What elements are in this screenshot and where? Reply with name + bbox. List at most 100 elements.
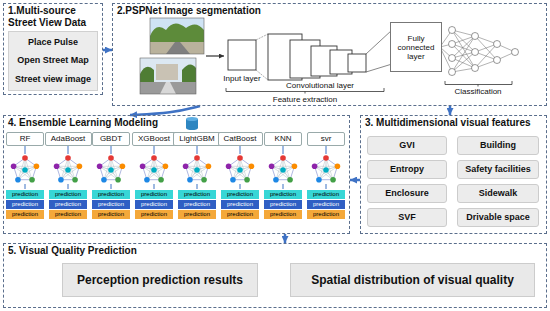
box-text: Open Street Map: [17, 55, 89, 66]
prediction-bar: prediction: [135, 210, 173, 219]
feature-box: Safety facilities: [457, 160, 539, 179]
dashed-panel: 3. Multidimensional visual featuresGVI Bu…: [360, 115, 547, 234]
prediction-bar: prediction: [92, 200, 130, 209]
prediction-bar: prediction: [49, 200, 87, 209]
feature-box: GVI: [367, 136, 447, 155]
box-text: Fully connected layer: [394, 34, 438, 61]
model-network: [226, 146, 254, 189]
prediction-bar: prediction: [221, 210, 259, 219]
box-text: Entropy: [390, 164, 424, 175]
prediction-bar: prediction: [6, 210, 44, 219]
panel-heading: 3. Multidimensional visual features: [365, 117, 542, 129]
network-neuron: [449, 27, 519, 76]
prediction-bar: prediction: [49, 210, 87, 219]
prediction-bar: prediction: [6, 200, 44, 209]
box-text: Perception prediction results: [77, 273, 243, 287]
model-box: svr: [307, 132, 345, 146]
model-box: GBDT: [92, 132, 130, 146]
box-text: LightGBM: [179, 134, 215, 144]
box-text: CatBoost: [224, 134, 257, 144]
box-text: KNN: [275, 134, 292, 144]
prediction-bar: prediction: [307, 210, 345, 219]
stage-label: Classification: [454, 87, 501, 96]
box-text: AdaBoost: [51, 134, 86, 144]
flow-arrow: [350, 179, 360, 182]
prediction-bar: prediction: [92, 190, 130, 199]
layer-box: Fully connected layer: [390, 22, 442, 72]
result-box: Spatial distribution of visual quality: [290, 263, 535, 297]
model-box: XGBoost: [132, 132, 177, 146]
prediction-bar: prediction: [307, 190, 345, 199]
model-network: [54, 146, 82, 189]
prediction-bar: prediction: [264, 210, 302, 219]
classifier-network: [440, 30, 515, 72]
result-box: Perception prediction results: [62, 263, 258, 297]
model-network: [312, 146, 340, 189]
box-text: Street view image: [15, 74, 91, 85]
model-network: [269, 146, 297, 189]
feature-box: Building: [457, 136, 539, 155]
feature-box: Entropy: [367, 160, 447, 179]
prediction-bar: prediction: [92, 210, 130, 219]
box-text: XGBoost: [138, 134, 170, 144]
database-icon: [186, 117, 198, 130]
prediction-bar: prediction: [264, 190, 302, 199]
street-view-photo: [140, 58, 196, 94]
prediction-bar: prediction: [264, 200, 302, 209]
street-view-photo: [150, 18, 204, 54]
box-text: SVF: [398, 212, 416, 223]
feature-box: Sidewalk: [457, 184, 539, 203]
prediction-bar: prediction: [135, 200, 173, 209]
stage-label: Feature extraction: [273, 95, 337, 104]
model-network: [140, 146, 168, 189]
box-text: Drivable space: [466, 212, 530, 223]
convolutional-layer-stack: [268, 34, 366, 80]
feature-box: Enclosure: [367, 184, 447, 203]
box-text: GVI: [399, 140, 415, 151]
model-box: CatBoost: [218, 132, 263, 146]
prediction-bar: prediction: [178, 200, 216, 209]
prediction-bar: prediction: [307, 200, 345, 209]
box-text: RF: [20, 134, 31, 144]
box-text: Enclosure: [385, 188, 429, 199]
box-text: Building: [480, 140, 516, 151]
prediction-bar: prediction: [49, 190, 87, 199]
flow-arrow: [130, 106, 200, 115]
source-list-box: Place PulseOpen Street MapStreet view im…: [8, 31, 98, 91]
box-text: Safety facilities: [465, 164, 531, 175]
dashed-panel: 5. Visual Quality PredictionPerception p…: [3, 243, 547, 308]
prediction-bar: prediction: [178, 210, 216, 219]
model-network: [183, 146, 211, 189]
model-network: [97, 146, 125, 189]
box-text: Sidewalk: [479, 188, 518, 199]
model-network-group: [11, 146, 340, 189]
flow-arrow: [284, 234, 287, 243]
prediction-bar: prediction: [6, 190, 44, 199]
box-text: svr: [321, 134, 332, 144]
model-box: KNN: [264, 132, 302, 146]
feature-box: Drivable space: [457, 208, 539, 227]
panel-heading: 5. Visual Quality Prediction: [8, 245, 542, 257]
dashed-panel: 1.Multi-source Street View DataPlace Pul…: [3, 3, 103, 95]
prediction-bar: prediction: [135, 190, 173, 199]
stage-label: Input layer: [223, 74, 260, 83]
model-network: [11, 146, 39, 189]
prediction-bar: prediction: [178, 190, 216, 199]
box-text: Place Pulse: [28, 37, 78, 48]
bracket: [445, 81, 512, 87]
prediction-bar: prediction: [221, 190, 259, 199]
panel-heading: 1.Multi-source Street View Data: [8, 5, 98, 29]
flow-arrow: [103, 49, 112, 52]
model-box: RF: [6, 132, 44, 146]
box-text: Spatial distribution of visual quality: [311, 273, 514, 287]
prediction-bar: prediction: [221, 200, 259, 209]
flow-arrow: [206, 55, 224, 56]
panel-heading: 2.PSPNet Image segmentation: [117, 5, 542, 17]
box-text: GBDT: [100, 134, 122, 144]
stage-label: Convolutional layer: [286, 81, 354, 90]
input-layer-square: [228, 40, 256, 70]
model-box: AdaBoost: [45, 132, 92, 146]
model-box: LightGBM: [173, 132, 221, 146]
panel-heading: 4. Ensemble Learning Modeling: [8, 117, 345, 129]
